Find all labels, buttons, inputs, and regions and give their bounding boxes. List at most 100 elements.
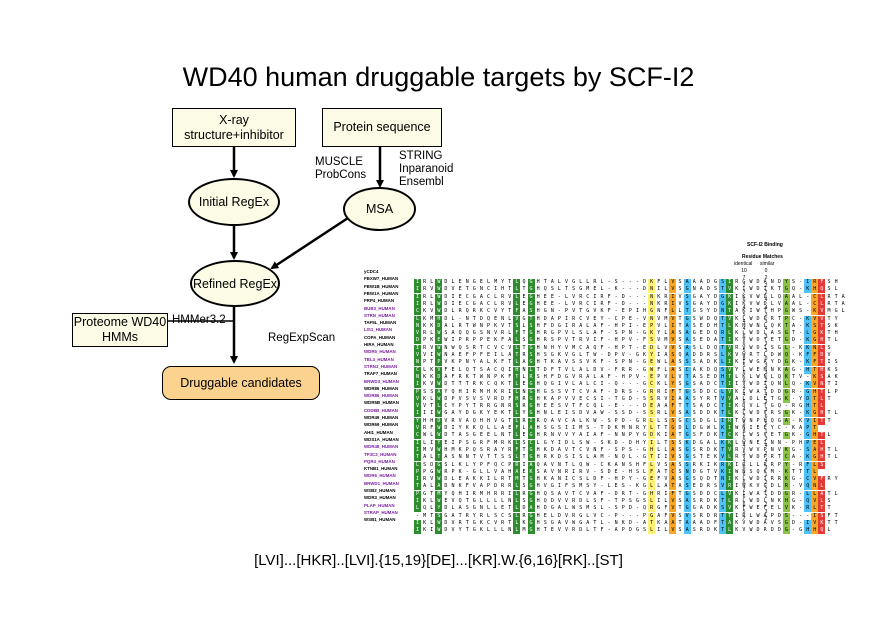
residue: S — [451, 454, 455, 461]
residue: T — [522, 344, 526, 351]
residue: Q — [536, 461, 540, 468]
residue: C — [414, 366, 422, 374]
residue: H — [486, 388, 490, 395]
residue: - — [607, 330, 611, 337]
residue: S — [501, 454, 505, 461]
residue: R — [782, 483, 790, 491]
residue: N — [614, 519, 618, 526]
identical-count: 6 — [742, 333, 746, 340]
residue: V — [444, 359, 448, 366]
residue: N — [770, 366, 774, 373]
residue: F — [818, 279, 826, 286]
residue: - — [635, 490, 639, 497]
residue: L — [494, 476, 498, 483]
residue: V — [811, 476, 819, 484]
residue: W — [435, 527, 443, 535]
residue: M — [827, 308, 831, 315]
residue: S — [692, 388, 696, 395]
residue: Y — [486, 410, 490, 417]
residue: V — [586, 337, 590, 344]
residue: S — [713, 286, 717, 293]
residue: - — [635, 446, 639, 453]
residue: P — [621, 527, 625, 534]
identical-count: 6 — [742, 494, 746, 501]
residue: V — [749, 403, 753, 410]
residue: K — [726, 461, 734, 469]
residue: K — [735, 315, 739, 322]
residue: F — [600, 330, 604, 337]
residue: T — [414, 483, 422, 491]
residue: N — [550, 308, 554, 315]
residue: N — [465, 315, 469, 322]
residue: F — [669, 490, 677, 498]
residue: T — [543, 527, 547, 534]
residue: V — [414, 352, 422, 359]
residue: K — [423, 381, 427, 388]
residue: R — [648, 505, 656, 513]
residue: V — [494, 330, 498, 337]
residue: - — [621, 439, 625, 446]
residue: D — [643, 279, 647, 285]
residue: T — [678, 403, 682, 410]
residue: - — [799, 322, 803, 329]
residue: - — [607, 432, 611, 439]
residue: A — [451, 330, 455, 337]
residue: G — [472, 519, 476, 526]
residue: L — [423, 439, 427, 446]
residue: L — [648, 483, 656, 491]
residue: K — [423, 373, 427, 380]
residue: S — [593, 505, 597, 512]
residue: L — [648, 527, 656, 535]
residue: V — [799, 483, 803, 490]
residue: A — [593, 490, 597, 497]
residue: H — [648, 446, 656, 454]
residue: P — [621, 359, 625, 366]
residue: V — [565, 381, 569, 388]
protein-name: TRAF7_HUMAN — [364, 371, 397, 377]
residue: I — [742, 388, 746, 395]
residue: P — [628, 373, 632, 380]
residue: S — [692, 381, 696, 388]
residue: R — [726, 483, 734, 491]
residue: K — [430, 337, 434, 344]
residue: K — [735, 330, 739, 337]
residue: I — [763, 381, 767, 388]
residue: C — [579, 315, 583, 322]
residue: L — [799, 300, 803, 307]
residue: - — [792, 527, 796, 534]
residue: D — [756, 454, 760, 461]
residue: L — [664, 359, 668, 366]
residue: D — [777, 490, 781, 497]
similar-count: 3 — [764, 465, 768, 472]
residue: - — [628, 512, 632, 519]
residue: K — [792, 425, 796, 431]
residue: S — [444, 461, 448, 468]
residue: K — [657, 432, 661, 439]
residue: G — [565, 373, 569, 380]
residue: G — [782, 330, 790, 338]
residue: R — [770, 410, 774, 417]
residue: R — [699, 512, 703, 519]
residue: - — [799, 432, 803, 439]
residue: K — [713, 454, 717, 461]
residue: H — [536, 395, 540, 402]
residue: C — [579, 490, 583, 497]
residue: W — [749, 454, 753, 461]
residue: I — [430, 352, 434, 358]
residue: A — [614, 527, 618, 534]
residue: F — [607, 373, 611, 380]
residue: F — [550, 373, 554, 380]
residue: - — [600, 483, 604, 490]
residue: I — [451, 337, 455, 344]
residue: V — [593, 308, 597, 315]
residue: D — [444, 395, 448, 402]
identical-count: 4 — [742, 457, 746, 464]
residue: E — [486, 352, 490, 358]
residue: G — [543, 308, 547, 315]
residue: V — [735, 352, 739, 358]
residue: C — [804, 476, 812, 484]
